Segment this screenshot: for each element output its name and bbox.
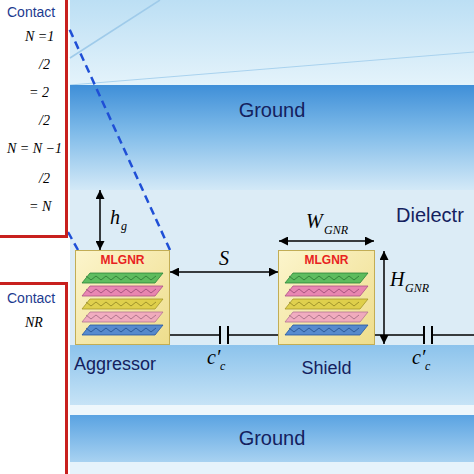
graphene-layer	[285, 325, 368, 335]
graphene-layer	[82, 312, 163, 322]
ground-band: Ground	[70, 415, 474, 462]
ground-band: Ground	[70, 85, 474, 190]
capacitor-symbol	[424, 326, 432, 344]
shield-line: MLGNRShield	[278, 250, 375, 345]
spacing-symbol: S	[217, 247, 231, 269]
contact-inset: Contact N =1/2 = 2/2 N = N −1/2 = N	[0, 0, 68, 238]
equation: NR	[25, 315, 43, 330]
hexagon-lattice	[289, 276, 359, 280]
dimension-subscript: g	[121, 220, 127, 233]
hexagon-lattice	[86, 276, 156, 280]
slab-edge	[70, 0, 160, 58]
hexagon-lattice	[289, 302, 359, 306]
ground-plane	[70, 85, 474, 190]
zoom-line	[68, 26, 170, 250]
shield-plane	[70, 345, 474, 405]
graphene-layer	[285, 312, 368, 322]
zoom-line	[68, 232, 78, 250]
height-arrow	[383, 251, 385, 344]
width-arrow	[279, 240, 374, 242]
graphene-layer	[82, 299, 163, 309]
hexagon-lattice	[86, 289, 156, 293]
hexagon-lattice	[289, 315, 359, 319]
dimension-symbol: W	[306, 210, 323, 232]
dimension-subscript: GNR	[324, 224, 348, 237]
dimension-symbol: h	[110, 206, 120, 228]
hexagon-lattice	[86, 315, 156, 319]
graphene-layer	[285, 273, 368, 283]
material-name: MLGNR	[76, 254, 169, 267]
hexagon-lattice	[289, 328, 359, 332]
equation: /2	[39, 113, 50, 128]
dielectric-gap	[70, 405, 474, 415]
graphene-layer	[285, 299, 368, 309]
graphene-layer	[82, 286, 163, 296]
capacitance-symbol: c′	[412, 346, 425, 368]
dimension-arrow	[99, 190, 101, 250]
graphene-layer	[285, 286, 368, 296]
spacing-arrow	[170, 271, 278, 273]
plane-name: Ground	[70, 427, 474, 449]
equation: /2	[39, 57, 50, 72]
equation: N =1	[25, 29, 54, 44]
substrate	[70, 462, 474, 474]
aggressor-line: MLGNRAggressor	[75, 250, 170, 345]
capacitance-subscript: c	[220, 360, 225, 373]
line-name: Aggressor	[74, 355, 156, 375]
equation: = N	[29, 199, 51, 214]
graphene-layer	[82, 273, 163, 283]
material-name: MLGNR	[279, 254, 374, 267]
region-name: Dielectr	[396, 204, 464, 226]
equation: /2	[39, 171, 50, 186]
hexagon-lattice	[289, 289, 359, 293]
capacitor-symbol	[220, 326, 228, 344]
contact-inset: ContactNR	[0, 282, 68, 474]
inset-title: Contact	[7, 291, 55, 306]
ground-plane	[70, 415, 474, 462]
equation: = 2	[29, 85, 49, 100]
plane-name: Ground	[70, 99, 474, 121]
slab-edge	[70, 52, 474, 85]
equation: N = N −1	[7, 141, 62, 156]
capacitance-subscript: c	[425, 360, 430, 373]
dimension-symbol: H	[390, 268, 404, 290]
line-name: Shield	[279, 359, 374, 379]
hexagon-lattice	[86, 328, 156, 332]
capacitance-symbol: c′	[207, 346, 220, 368]
inset-title: Contact	[7, 5, 55, 20]
dimension-subscript: GNR	[405, 282, 429, 295]
dielectric	[70, 190, 474, 345]
graphene-layer	[82, 325, 163, 335]
top-slab	[70, 0, 474, 85]
hexagon-lattice	[86, 302, 156, 306]
